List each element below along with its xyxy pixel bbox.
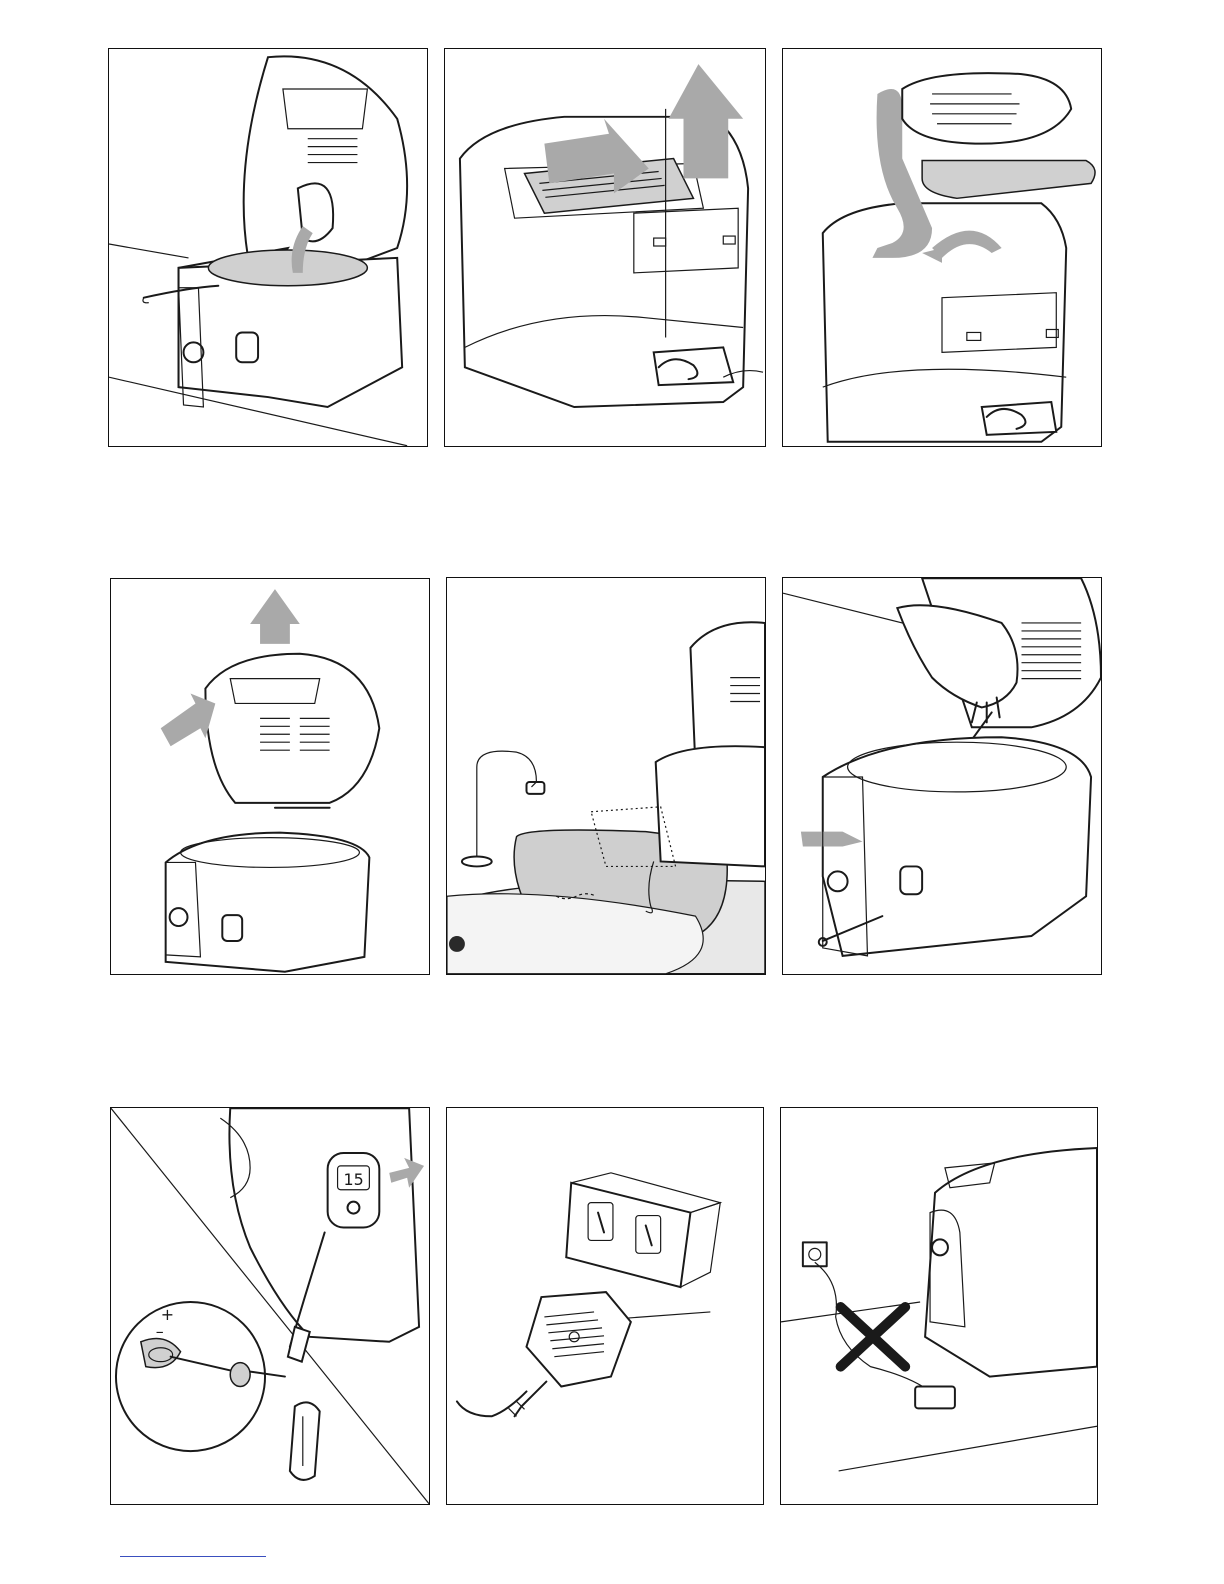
- fryer-closed-filter-removal-illustration: [445, 49, 765, 446]
- fill-oil-panel: [108, 48, 428, 447]
- right-arrow-icon: [161, 694, 216, 747]
- timer-battery-replacement-illustration: 15 + –: [111, 1108, 429, 1504]
- fryer-lid-open-pouring-illustration: [109, 49, 427, 446]
- remove-lid-filter-panel: [444, 48, 766, 447]
- cord-hanging-warning-illustration: [781, 1108, 1097, 1504]
- cord-warning-panel: [780, 1107, 1098, 1505]
- battery-minus-symbol: –: [156, 1322, 164, 1341]
- footer-rule: [120, 1556, 266, 1557]
- remove-lid-panel: [110, 578, 430, 975]
- up-arrow-icon: [250, 589, 300, 644]
- clean-with-brush-panel: [782, 577, 1102, 975]
- cross-mark-icon: [841, 1307, 906, 1367]
- detached-lid-illustration: [111, 579, 429, 974]
- magnetic-plug-panel: [446, 1107, 764, 1505]
- timer-display-text: 15: [344, 1170, 364, 1189]
- drain-oil-sink-panel: [446, 577, 766, 975]
- sink-drain-illustration: [447, 578, 765, 974]
- brush-cleaning-illustration: [783, 578, 1101, 974]
- magnetic-plug-connector-illustration: [447, 1108, 763, 1504]
- timer-battery-panel: 15 + –: [110, 1107, 430, 1505]
- filter-and-grill-illustration: [783, 49, 1101, 446]
- replace-filter-panel: [782, 48, 1102, 447]
